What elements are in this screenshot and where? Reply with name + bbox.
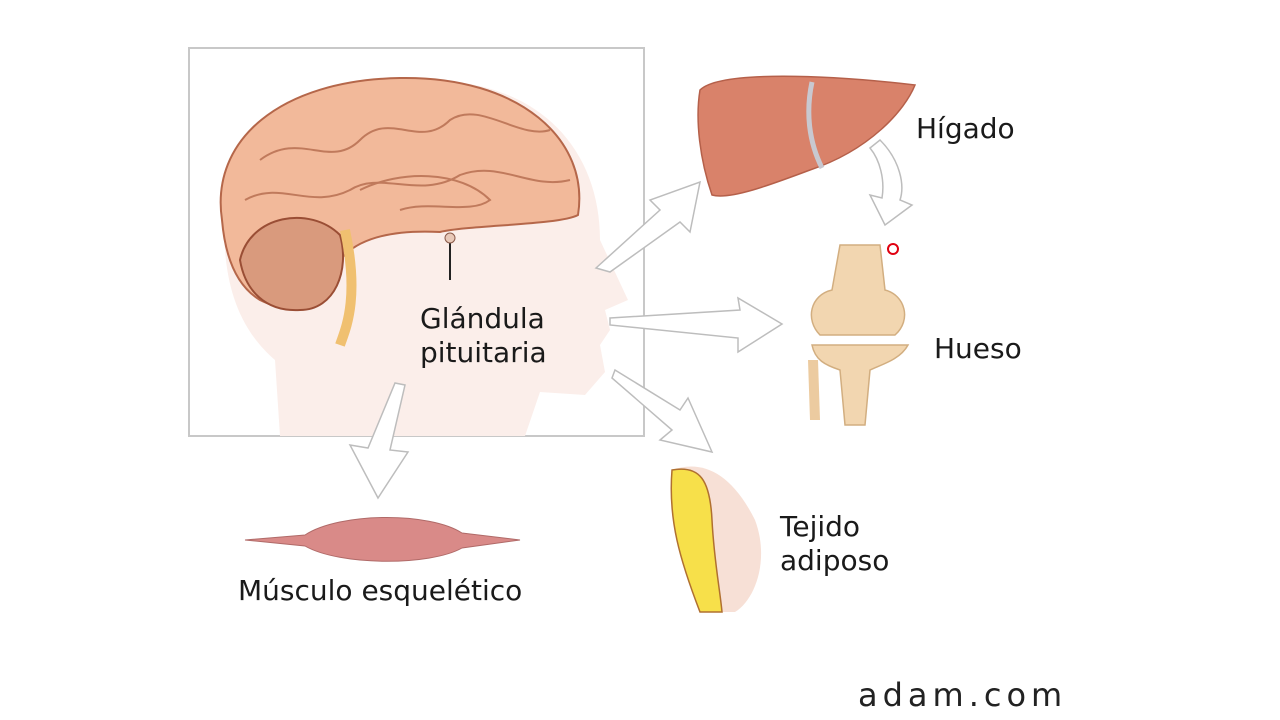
brand-logo: adam.com [858, 676, 1068, 714]
arrow-to-liver [594, 180, 701, 273]
pituitary-label-line2: pituitaria [420, 336, 547, 369]
fat-label-line1: Tejido [780, 510, 861, 543]
arrows [348, 138, 914, 500]
femur [810, 244, 906, 336]
bone-label: Hueso [934, 332, 1022, 365]
brain-folds [244, 113, 571, 211]
liver-ligament [806, 81, 825, 170]
cerebellum [238, 216, 345, 312]
arrow-to-muscle [348, 382, 410, 500]
liver [697, 75, 917, 197]
tibia [811, 344, 910, 426]
brainstem [335, 228, 357, 347]
fat-label-line2: adiposo [780, 544, 890, 577]
pituitary-gland [444, 232, 456, 244]
arrow-to-bone [609, 296, 784, 354]
muscle-label: Músculo esquelético [238, 574, 523, 607]
fibula [808, 360, 820, 420]
pituitary-label-line1: Glándula [420, 302, 545, 335]
arrow-liver-to-bone [868, 138, 914, 227]
arrow-to-fat [611, 368, 714, 454]
skeletal-muscle [244, 517, 521, 562]
liver-label: Hígado [916, 112, 1015, 145]
cursor-marker-icon [887, 243, 899, 255]
fat-layer [670, 468, 723, 613]
